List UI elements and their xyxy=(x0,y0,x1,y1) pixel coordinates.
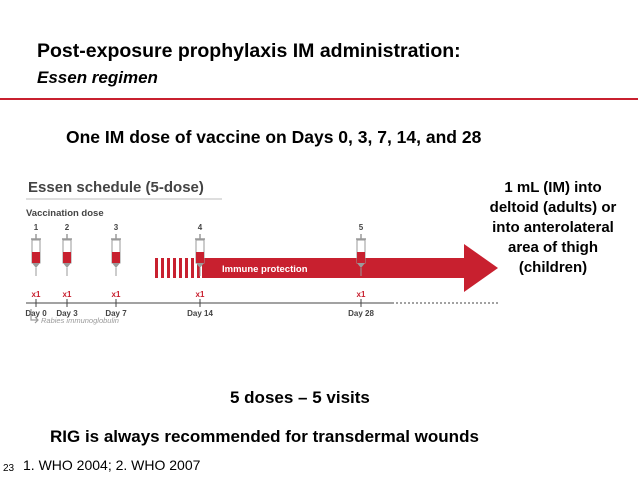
slide-number: 23 xyxy=(3,463,15,474)
schedule-headline: One IM dose of vaccine on Days 0, 3, 7, … xyxy=(66,127,482,147)
dose-day-label: Day 28 xyxy=(348,309,374,318)
diagram-title: Essen schedule (5-dose) xyxy=(28,179,204,196)
dose-number: 1 xyxy=(34,223,39,232)
dose-day-label: Day 0 xyxy=(25,309,47,318)
doses-summary: 5 doses – 5 visits xyxy=(230,388,370,407)
dose-syringe-icon xyxy=(111,234,121,276)
vaccination-dose-label: Vaccination dose xyxy=(26,208,104,219)
dose-multiplier: x1 xyxy=(112,290,121,299)
rig-arrow-icon xyxy=(30,309,39,324)
essen-schedule-diagram: Essen schedule (5-dose) Vaccination dose… xyxy=(25,179,498,325)
dose-multiplier: x1 xyxy=(32,290,41,299)
dose-syringe-icon xyxy=(62,234,72,276)
dose-number: 2 xyxy=(65,223,70,232)
title-divider xyxy=(0,98,638,100)
dose-number: 3 xyxy=(114,223,119,232)
dose-number: 4 xyxy=(198,223,203,232)
dose-multiplier: x1 xyxy=(357,290,366,299)
dose-multiplier: x1 xyxy=(196,290,205,299)
dose-day-label: Day 3 xyxy=(56,309,78,318)
dose-number: 5 xyxy=(359,223,364,232)
dose-syringe-icon xyxy=(31,234,41,276)
dose-multiplier: x1 xyxy=(63,290,72,299)
administration-route-note: 1 mL (IM) into deltoid (adults) or into … xyxy=(489,179,617,276)
dose-syringe-icon xyxy=(195,234,205,276)
slide-title: Post-exposure prophylaxis IM administrat… xyxy=(37,40,461,62)
dose-syringe-icon xyxy=(356,234,366,276)
rig-note: Rabies immunoglobulin xyxy=(41,316,119,325)
immune-protection-arrow xyxy=(155,244,498,292)
slide-subtitle: Essen regimen xyxy=(37,68,158,87)
immune-protection-label: Immune protection xyxy=(222,264,308,275)
dose-day-label: Day 14 xyxy=(187,309,213,318)
references: 1. WHO 2004; 2. WHO 2007 xyxy=(23,457,201,473)
rig-recommendation: RIG is always recommended for transderma… xyxy=(50,427,479,446)
dose-day-label: Day 7 xyxy=(105,309,127,318)
